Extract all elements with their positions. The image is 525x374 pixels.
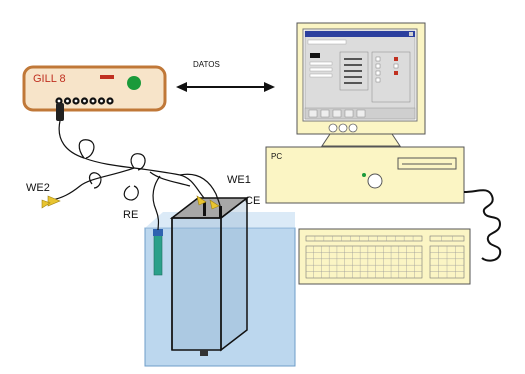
device-plug bbox=[56, 103, 64, 121]
pc-monitor bbox=[296, 22, 426, 147]
pc-led-icon bbox=[362, 173, 366, 177]
water-bath-body bbox=[144, 227, 296, 367]
channel-connectors bbox=[55, 97, 114, 105]
data-link-arrow: DATOS bbox=[176, 60, 275, 92]
disk-drive-slot bbox=[397, 157, 457, 170]
monitor-stand bbox=[321, 133, 401, 147]
reference-electrode-tube bbox=[153, 234, 163, 276]
channel-connector-icon bbox=[97, 97, 106, 105]
water-bath bbox=[144, 212, 296, 367]
data-link-label: DATOS bbox=[193, 60, 220, 69]
cell-side-face bbox=[220, 196, 248, 352]
ce-post bbox=[219, 206, 222, 218]
we2-clip-icon bbox=[47, 195, 61, 207]
power-indicator-icon bbox=[127, 76, 141, 90]
reference-electrode-cap bbox=[153, 229, 163, 236]
ce-clip-icon bbox=[209, 199, 220, 210]
pc-case: PC bbox=[265, 146, 465, 204]
reference-electrode bbox=[153, 229, 163, 276]
main-key-block bbox=[305, 245, 423, 279]
electrode-cables bbox=[51, 120, 221, 231]
we1-post bbox=[203, 202, 206, 216]
we2-label: WE2 bbox=[26, 182, 50, 194]
potentiostat-label: GILL 8 bbox=[33, 73, 66, 85]
channel-connector-icon bbox=[89, 97, 97, 105]
pc-label: PC bbox=[271, 152, 282, 161]
channel-connector-icon bbox=[80, 97, 89, 105]
channel-connector-icon bbox=[72, 97, 80, 105]
channel-connector-icon bbox=[55, 97, 63, 105]
keyboard-cable bbox=[463, 189, 502, 262]
window-titlebar bbox=[305, 31, 415, 37]
ce-label: CE bbox=[245, 195, 260, 207]
channel-connector-icon bbox=[63, 97, 72, 105]
keyboard-body bbox=[298, 228, 471, 285]
keyboard bbox=[298, 228, 471, 285]
we1-label: WE1 bbox=[227, 174, 251, 186]
electrode-clips bbox=[41, 195, 220, 210]
electrochemical-cell bbox=[169, 196, 250, 356]
re-label: RE bbox=[123, 209, 138, 221]
power-button-icon bbox=[367, 173, 383, 189]
we1-clip-icon bbox=[196, 195, 207, 206]
potentiostat-device: GILL 8 bbox=[22, 65, 167, 112]
channel-connector-icon bbox=[106, 97, 114, 105]
indicator-red-icon bbox=[100, 75, 114, 79]
